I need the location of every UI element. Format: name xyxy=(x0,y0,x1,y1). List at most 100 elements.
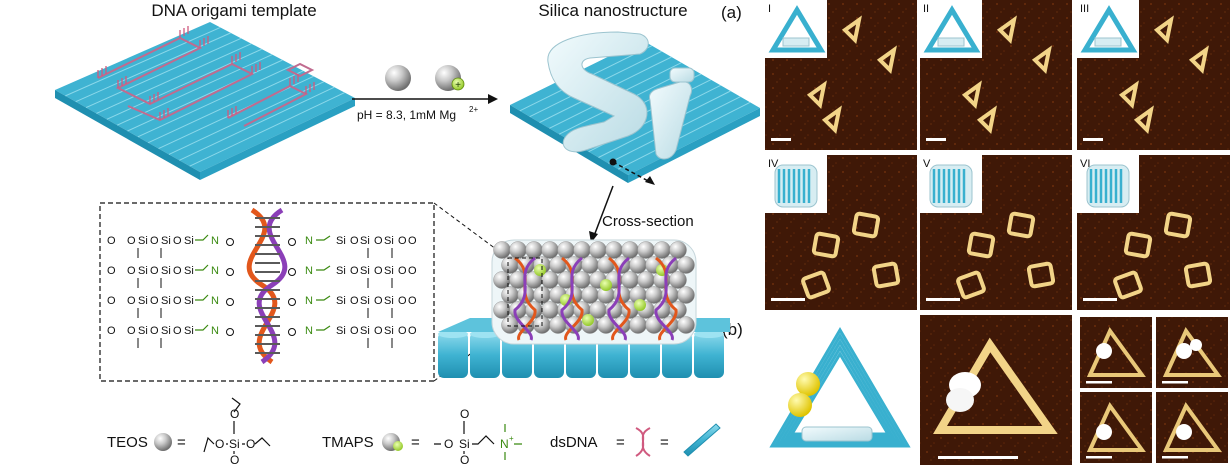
svg-text:Si: Si xyxy=(360,265,370,277)
tmaps-n: N xyxy=(500,437,509,451)
svg-text:Si: Si xyxy=(360,295,370,307)
afm-panel-iii: III xyxy=(1077,0,1230,150)
svg-text:O: O xyxy=(150,325,159,337)
afm-inset-label: I xyxy=(768,3,771,15)
svg-text:O: O xyxy=(398,265,407,277)
afm-small-panel xyxy=(1080,317,1152,388)
tmaps-structure: Si O O O N + xyxy=(434,407,522,465)
svg-text:Si: Si xyxy=(161,235,171,247)
legend-tmaps-equals: = xyxy=(411,434,420,451)
svg-text:N: N xyxy=(305,235,313,247)
svg-text:O: O xyxy=(374,325,383,337)
reaction-step: + pH = 8.3, 1mM Mg 2+ xyxy=(352,65,498,122)
svg-text:N: N xyxy=(211,295,219,307)
afm-panel-ii: II xyxy=(920,0,1072,150)
afm-small-panel xyxy=(1080,392,1152,463)
teos-o-top: O xyxy=(230,407,239,421)
svg-text:O: O xyxy=(173,265,182,277)
gold-particle-1 xyxy=(796,372,820,396)
triangle-model xyxy=(769,327,911,448)
svg-text:O: O xyxy=(398,235,407,247)
legend-dna-tube xyxy=(683,423,721,457)
svg-text:O: O xyxy=(150,295,159,307)
afm-panel-i: I xyxy=(765,0,917,150)
svg-text:O: O xyxy=(408,235,417,247)
svg-text:O: O xyxy=(150,265,159,277)
svg-text:N: N xyxy=(211,325,219,337)
legend-tmaps-label: TMAPS xyxy=(322,434,374,451)
silica-title: Silica nanostructure xyxy=(538,1,687,20)
svg-text:O: O xyxy=(107,325,116,337)
cross-section-label: Cross-section xyxy=(602,213,694,230)
svg-text:Si: Si xyxy=(161,295,171,307)
afm-inset-label: III xyxy=(1080,3,1089,15)
afm-small-panel xyxy=(1156,392,1228,463)
legend-dna-equals: = xyxy=(616,434,625,451)
tmaps-o-top: O xyxy=(460,407,469,421)
svg-text:O: O xyxy=(150,235,159,247)
template-title: DNA origami template xyxy=(151,1,316,20)
silica-i-shell xyxy=(649,81,693,160)
svg-text:Si: Si xyxy=(384,325,394,337)
svg-text:Si: Si xyxy=(336,265,346,277)
legend-teos-equals: = xyxy=(177,434,186,451)
svg-text:O: O xyxy=(350,235,359,247)
svg-text:Si: Si xyxy=(138,265,148,277)
afm-inset-label: V xyxy=(923,158,931,170)
svg-text:Si: Si xyxy=(384,295,394,307)
svg-text:O: O xyxy=(350,295,359,307)
svg-text:N: N xyxy=(305,265,313,277)
teos-o-bottom: O xyxy=(230,453,239,465)
svg-text:Si: Si xyxy=(336,235,346,247)
svg-text:Si: Si xyxy=(184,265,194,277)
svg-text:O: O xyxy=(408,265,417,277)
svg-text:Si: Si xyxy=(384,265,394,277)
reaction-superscript: 2+ xyxy=(469,105,478,114)
svg-text:Si: Si xyxy=(184,295,194,307)
reaction-condition: pH = 8.3, 1mM Mg xyxy=(357,108,456,122)
silica-nanostructure xyxy=(510,31,760,185)
gold-particle-2 xyxy=(788,393,812,417)
svg-text:O: O xyxy=(107,265,116,277)
teos-o-left: O xyxy=(215,437,224,451)
afm-small-panel xyxy=(1156,317,1228,388)
silica-i-dot xyxy=(669,67,695,83)
svg-text:O: O xyxy=(398,295,407,307)
svg-text:Si: Si xyxy=(138,295,148,307)
legend: TEOS = Si O O O O TMAPS = Si O O O N + d… xyxy=(107,397,721,465)
afm-3d-view xyxy=(920,315,1072,465)
svg-text:O: O xyxy=(127,265,136,277)
afm-panel-iv: IV xyxy=(765,155,917,310)
svg-text:O: O xyxy=(173,235,182,247)
svg-text:O: O xyxy=(350,265,359,277)
afm-panel-vi: VI xyxy=(1077,155,1230,310)
svg-text:O: O xyxy=(398,325,407,337)
svg-text:O: O xyxy=(408,325,417,337)
afm-panel-v: V xyxy=(920,155,1072,310)
svg-text:O: O xyxy=(127,325,136,337)
legend-dna-helix xyxy=(635,427,651,457)
afm-inset-label: II xyxy=(923,3,929,15)
teos-o-right: O xyxy=(246,437,255,451)
svg-text:O: O xyxy=(374,295,383,307)
svg-text:Si: Si xyxy=(138,325,148,337)
afm-inset-label: VI xyxy=(1080,158,1090,170)
i-strands xyxy=(227,62,315,127)
svg-text:N: N xyxy=(305,295,313,307)
tmaps-si: Si xyxy=(459,437,470,451)
legend-dsdna-label: dsDNA xyxy=(550,434,598,451)
legend-teos-sphere xyxy=(154,433,172,451)
panel-label-a: (a) xyxy=(721,3,742,22)
tmaps-o-bottom: O xyxy=(460,453,469,465)
svg-text:O: O xyxy=(408,295,417,307)
teos-si: Si xyxy=(229,437,240,451)
svg-text:O: O xyxy=(374,265,383,277)
svg-text:Si: Si xyxy=(184,235,194,247)
teos-sphere-reactant xyxy=(385,65,411,91)
legend-dna-equals-2: = xyxy=(660,434,669,451)
silica-s-shell xyxy=(547,31,649,153)
svg-text:Si: Si xyxy=(161,265,171,277)
svg-text:Si: Si xyxy=(184,325,194,337)
